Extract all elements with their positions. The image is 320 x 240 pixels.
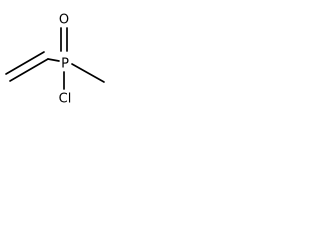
phosphorus-atom-label: P xyxy=(61,57,69,72)
oxygen-atom-label: O xyxy=(59,13,69,28)
vinyl-double-bond-line-2 xyxy=(5,51,45,75)
vinyl-phosphorus-bond xyxy=(47,58,60,62)
chemical-structure: O P Cl xyxy=(5,13,105,107)
methyl-bond xyxy=(71,63,105,83)
vinyl-double-bond-line-1 xyxy=(9,58,49,82)
chlorine-atom-label: Cl xyxy=(59,92,72,107)
